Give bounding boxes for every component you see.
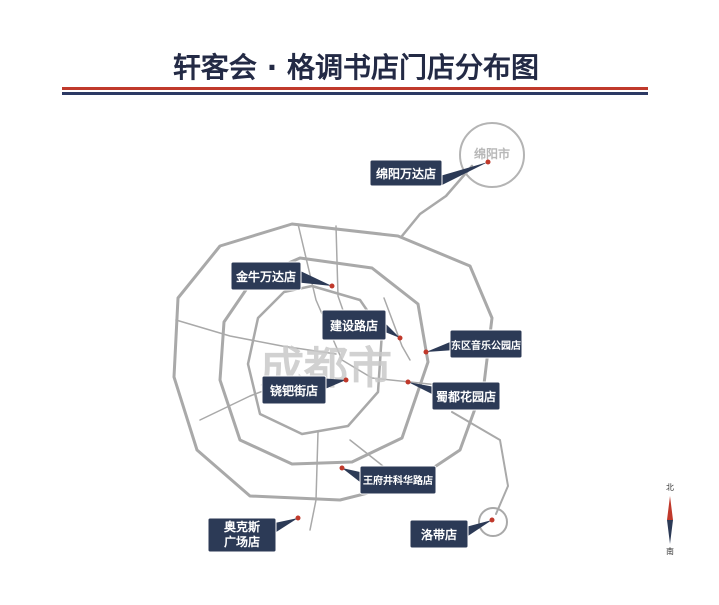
page-title: 轩客会 · 格调书店门店分布图 <box>173 51 539 84</box>
store-label-box <box>359 465 437 495</box>
store-label-box <box>321 309 387 341</box>
store-marker[interactable]: 奥克斯 广场店 <box>207 515 301 553</box>
store-location-dot <box>329 283 335 289</box>
store-location-dot <box>295 515 301 521</box>
label-pointer <box>462 520 492 540</box>
label-pointer <box>342 468 360 482</box>
label-pointer <box>294 268 332 286</box>
compass-north-arrow-icon <box>667 496 673 520</box>
title-rule-blue <box>62 92 648 95</box>
store-label-box <box>230 261 302 291</box>
store-marker[interactable]: 洛带店 <box>409 517 495 549</box>
store-marker[interactable]: 建设路店 <box>321 309 403 341</box>
store-marker[interactable]: 蜀都花园店 <box>405 379 501 411</box>
store-markers: 绵阳万达店 金牛万达店 建设路店 东区音乐公园店 铙钯街 <box>207 159 523 553</box>
mianyang-city-label: 绵阳市 <box>474 146 510 161</box>
store-location-dot <box>423 349 429 355</box>
store-name: 东区音乐公园店 <box>451 339 521 352</box>
store-name: 建设路店 <box>329 318 378 333</box>
store-marker[interactable]: 金牛万达店 <box>230 261 335 291</box>
mianyang-city-circle <box>459 122 525 188</box>
store-marker[interactable]: 东区音乐公园店 <box>423 329 523 359</box>
store-location-dot <box>489 517 495 523</box>
store-marker[interactable]: 铙钯街店 <box>261 375 349 405</box>
store-location-dot <box>397 335 403 341</box>
store-label-box <box>409 519 469 549</box>
expressway-luodai <box>451 411 509 515</box>
radial-road <box>175 319 337 355</box>
store-name: 金牛万达店 <box>235 269 296 284</box>
store-label-box <box>431 381 501 411</box>
store-location-dot <box>405 379 411 385</box>
middle-ring-road <box>218 256 430 466</box>
expressway-mianyang <box>400 164 474 238</box>
label-pointer <box>440 162 488 186</box>
compass-south-label: 南 <box>666 546 674 556</box>
store-name: 绵阳万达店 <box>376 166 436 181</box>
store-name-line2: 广场店 <box>224 534 260 549</box>
title-rule-red <box>62 87 648 90</box>
store-marker[interactable]: 绵阳万达店 <box>369 159 491 187</box>
store-label-box <box>261 375 327 405</box>
label-pointer <box>426 340 455 352</box>
store-marker[interactable]: 王府井科华路店 <box>339 465 437 495</box>
store-location-dot <box>485 159 491 165</box>
store-name: 洛带店 <box>421 527 457 542</box>
store-label-box <box>449 329 523 359</box>
label-pointer <box>270 518 298 536</box>
luodai-town-circle <box>478 507 508 537</box>
store-name: 铙钯街店 <box>270 383 318 398</box>
store-location-dot <box>339 465 345 471</box>
radial-road <box>309 431 319 531</box>
store-location-dot <box>343 377 349 383</box>
radial-road <box>383 297 411 361</box>
store-name: 王府井科华路店 <box>363 474 433 487</box>
store-name: 蜀都花园店 <box>436 389 496 404</box>
store-label-box <box>207 517 277 553</box>
compass-north-label: 北 <box>666 483 674 492</box>
compass: 北 南 <box>666 483 674 556</box>
store-label-box <box>369 159 443 187</box>
compass-south-arrow-icon <box>667 520 673 544</box>
store-name-line1: 奥克斯 <box>224 519 260 534</box>
